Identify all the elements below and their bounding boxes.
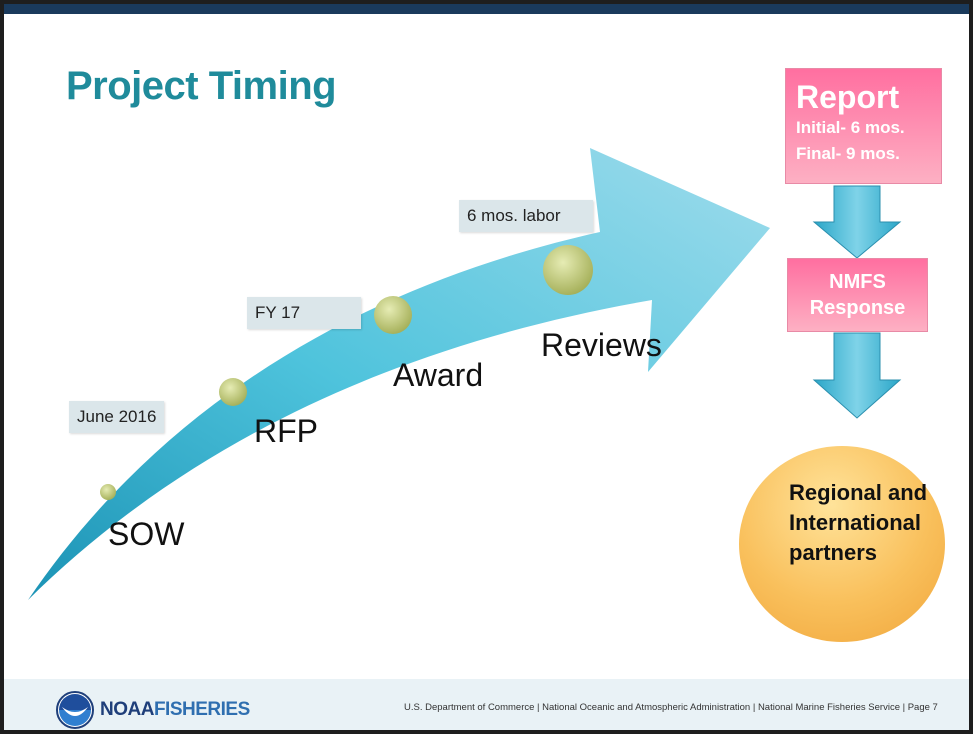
down-arrow-2 [812, 332, 902, 419]
noaa-logo-icon [56, 691, 94, 729]
milestone-dot-sow [100, 484, 116, 500]
report-title: Report [796, 79, 900, 115]
down-arrow-1 [812, 185, 902, 259]
footer-credits: U.S. Department of Commerce | National O… [404, 702, 938, 713]
noaa-fisheries-brand: NOAAFISHERIES [100, 699, 250, 721]
partners-line3: partners [789, 540, 878, 565]
report-initial: Initial- 6 mos. [796, 118, 905, 137]
stage-label-reviews: Reviews [541, 327, 662, 363]
report-final: Final- 9 mos. [796, 144, 900, 163]
partners-line2: International [789, 510, 922, 535]
nmfs-line2: Response [809, 297, 906, 319]
stage-label-award: Award [393, 357, 484, 393]
milestone-date-reviews: 6 mos. labor [459, 200, 593, 232]
brand-rest: FISHERIES [153, 699, 250, 720]
milestone-dot-rfp [219, 378, 247, 406]
milestone-dot-award [374, 296, 412, 334]
partners-circle: Regional and International partners [739, 446, 945, 642]
milestone-dot-reviews [543, 245, 593, 295]
partners-line1: Regional and [789, 480, 928, 505]
footer-bar [4, 679, 969, 730]
report-box: Report Initial- 6 mos. Final- 9 mos. [785, 68, 942, 184]
milestone-date-sow: June 2016 [69, 401, 165, 433]
nmfs-response-box: NMFS Response [787, 258, 928, 332]
brand-bold: NOAA [100, 699, 154, 720]
stage-label-rfp: RFP [254, 413, 318, 449]
slide-title: Project Timing [66, 64, 337, 108]
nmfs-line1: NMFS [829, 271, 886, 293]
milestone-date-award: FY 17 [247, 297, 361, 329]
stage-label-sow: SOW [108, 516, 185, 552]
